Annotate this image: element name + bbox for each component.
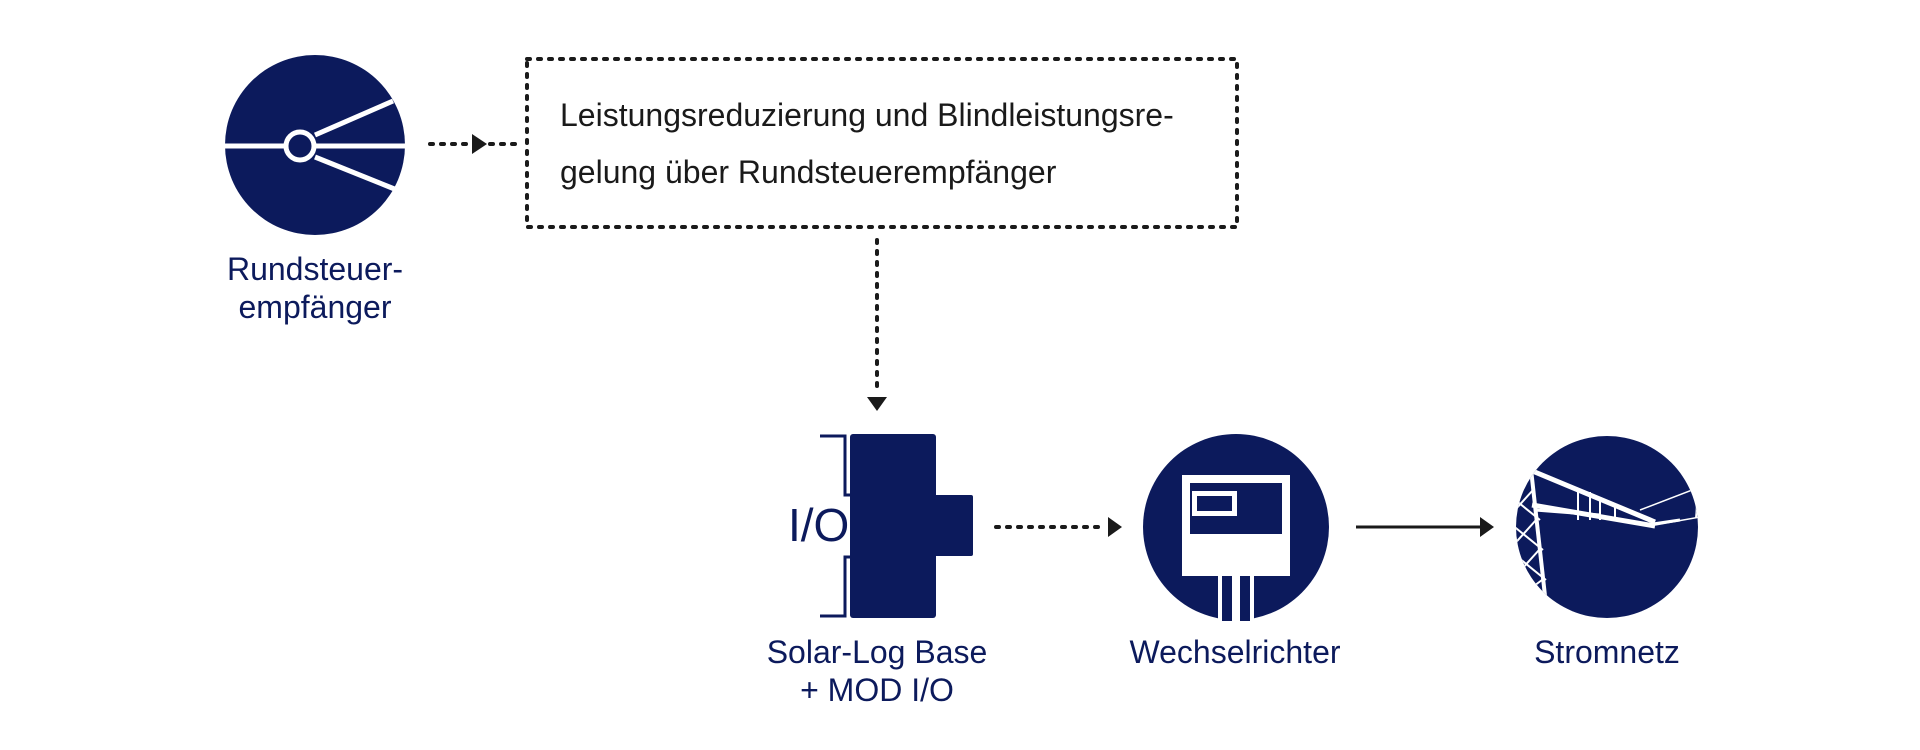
description-line-2: gelung über Rundsteuerempfänger (560, 154, 1057, 190)
inverter-label: Wechselrichter (1129, 634, 1341, 670)
dotted-arrow-description-to-solarlog (867, 238, 887, 411)
ripple-control-receiver-icon (225, 55, 405, 235)
io-label: I/O (788, 499, 850, 551)
power-pylon-icon (1516, 436, 1698, 618)
dotted-arrow-receiver-to-description (428, 134, 522, 154)
solarlog-label-line-2: + MOD I/O (800, 672, 954, 708)
receiver-label-line-2: empfänger (238, 289, 392, 325)
grid-label: Stromnetz (1534, 634, 1680, 670)
receiver-label-line-1: Rundsteuer- (226, 251, 404, 287)
solarlog-label-line-1: Solar-Log Base (766, 634, 988, 670)
inverter-icon (1143, 434, 1329, 621)
description-line-1: Leistungsreduzierung und Blindleistungsr… (560, 97, 1174, 133)
dotted-arrow-solarlog-to-inverter (994, 517, 1122, 537)
solid-arrow-inverter-to-grid (1356, 517, 1494, 537)
solar-log-device-icon (820, 434, 973, 618)
description-box (525, 57, 1239, 229)
